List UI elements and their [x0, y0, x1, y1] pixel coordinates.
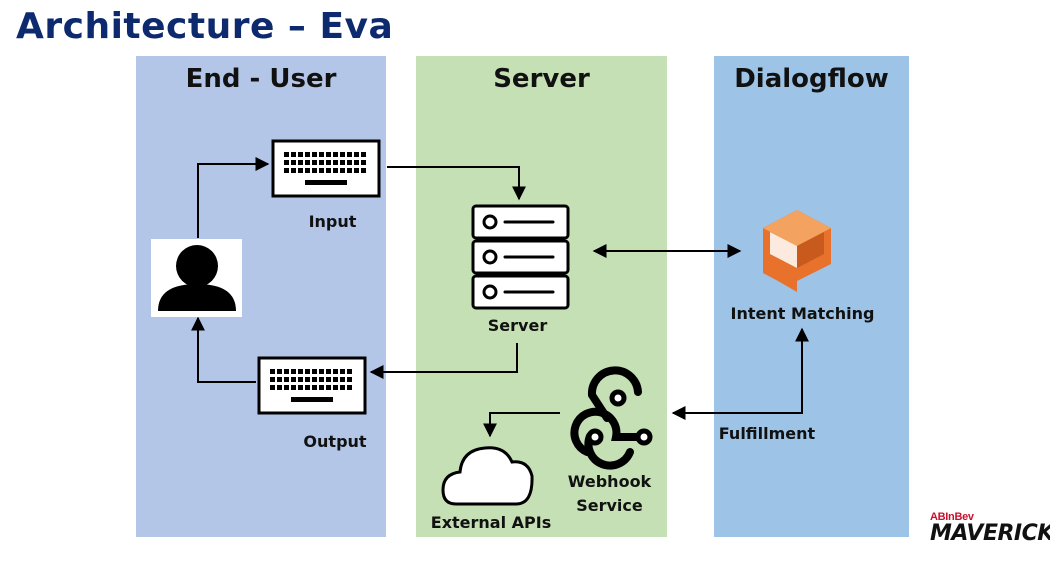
webhook-label: Webhook — [567, 472, 652, 491]
company-logo: ABInBev MAVERICK — [930, 511, 1050, 546]
connectors — [191, 157, 809, 438]
server-label: Server — [487, 316, 548, 335]
input-to-server-arrow — [387, 166, 526, 201]
output-label: Output — [303, 432, 367, 451]
webhook-icon — [570, 366, 653, 470]
output-to-user-arrow — [191, 316, 256, 383]
dialogflow-panel: Dialogflow — [714, 56, 909, 537]
server-to-output-arrow — [369, 343, 518, 379]
logo-maverick: MAVERICK — [930, 521, 1050, 546]
keyboard-icon — [257, 356, 367, 415]
external-apis-label: External APIs — [430, 513, 552, 532]
dialogflow-panel-title: Dialogflow — [734, 64, 889, 94]
user-to-input-arrow — [197, 157, 270, 238]
webhook-service-label: Service — [576, 496, 643, 515]
fulfillment-arrow — [671, 327, 809, 420]
server-rack-icon — [471, 204, 570, 310]
user-icon — [151, 239, 242, 317]
end-user-panel-title: End - User — [185, 64, 337, 94]
cloud-icon — [441, 446, 534, 506]
fulfillment-label: Fulfillment — [718, 424, 816, 443]
keyboard-icon — [271, 139, 381, 198]
webhook-to-apis-arrow — [483, 412, 560, 438]
server-panel-title: Server — [493, 64, 590, 94]
input-label: Input — [308, 212, 357, 231]
logo-ab-inbev: ABInBev — [930, 511, 974, 523]
intent-matching-label: Intent Matching — [730, 304, 875, 323]
page-title: Architecture – Eva — [16, 6, 394, 47]
dialogflow-icon — [763, 210, 831, 292]
